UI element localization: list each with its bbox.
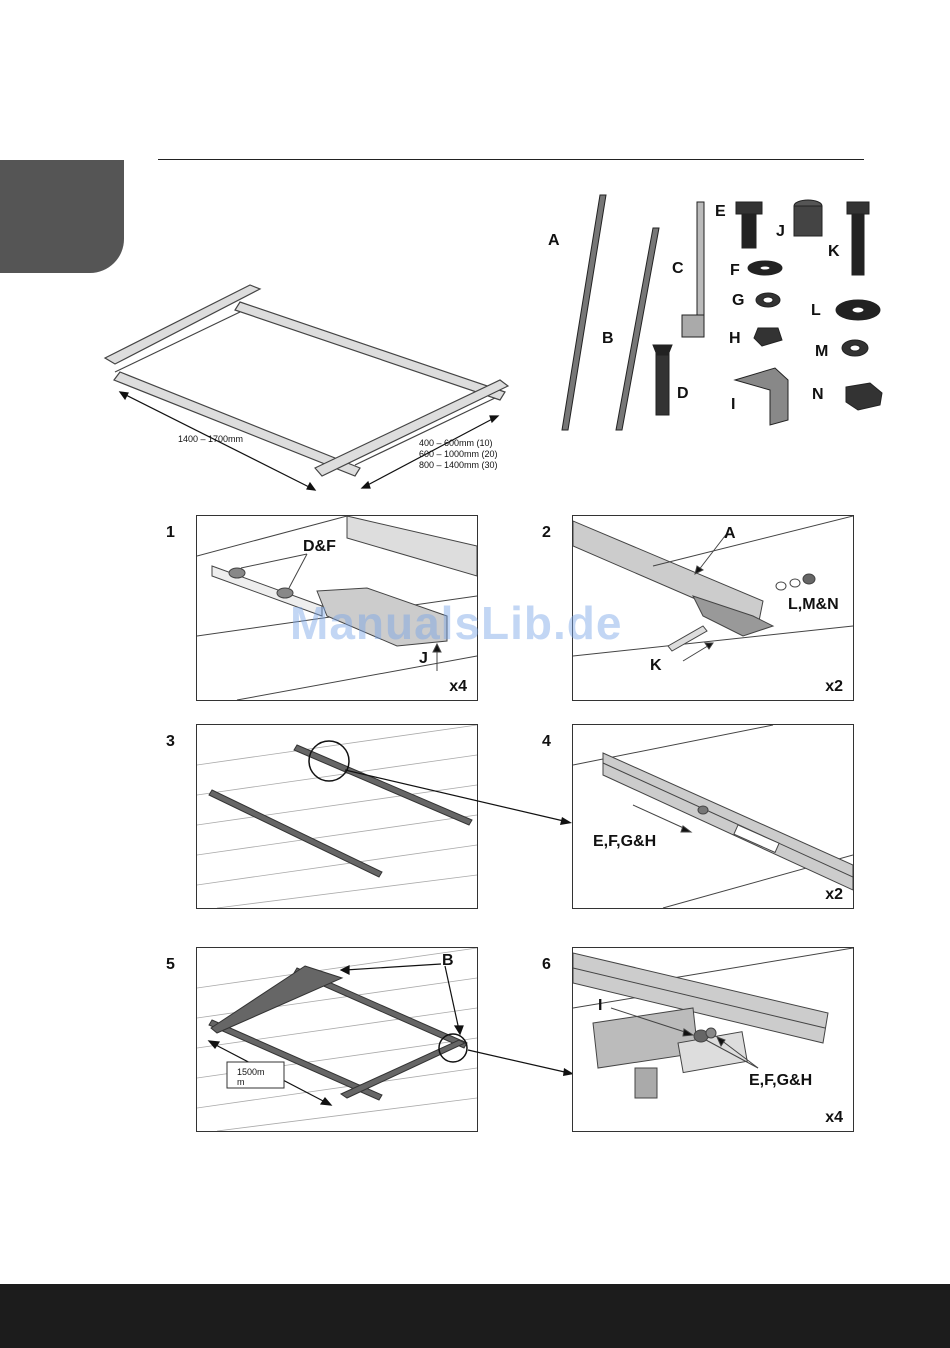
step-1-multiplier: x4 — [449, 678, 467, 696]
part-label-n: N — [812, 386, 824, 404]
part-label-j: J — [776, 223, 785, 241]
step-6-label-efgh: E,F,G&H — [749, 1072, 812, 1090]
spacing-line-2: 600 – 1000mm (20) — [419, 449, 498, 460]
step-4-label-efgh: E,F,G&H — [593, 833, 656, 851]
step-5-panel: B 1500m m — [196, 947, 478, 1132]
part-label-i: I — [731, 396, 735, 414]
part-label-m: M — [815, 343, 828, 361]
spacing-line-3: 800 – 1400mm (30) — [419, 460, 498, 471]
step-2-label-a: A — [724, 525, 736, 543]
step-1-label-df: D&F — [303, 538, 336, 556]
part-label-c: C — [672, 260, 684, 278]
step-1-number: 1 — [166, 524, 175, 542]
part-label-k: K — [828, 243, 840, 261]
step-2-multiplier: x2 — [825, 678, 843, 696]
part-label-a: A — [548, 232, 560, 250]
step-4-panel: E,F,G&H x2 — [572, 724, 854, 909]
spacing-line-1: 400 – 600mm (10) — [419, 438, 493, 449]
step-3-number: 3 — [166, 733, 175, 751]
step-6-drawing — [573, 948, 853, 1131]
page-footer-bar — [0, 1284, 950, 1348]
step-5-number: 5 — [166, 956, 175, 974]
part-label-b: B — [602, 330, 614, 348]
step-4-multiplier: x2 — [825, 886, 843, 904]
parts-drawing — [550, 190, 890, 435]
step-2-number: 2 — [542, 524, 551, 542]
part-label-g: G — [732, 292, 744, 310]
step-5-to-6-arrow — [465, 1045, 580, 1080]
step-6-multiplier: x4 — [825, 1109, 843, 1127]
step-4-number: 4 — [542, 733, 551, 751]
step-5-dimension-label-cont: m — [237, 1077, 245, 1088]
step-6-number: 6 — [542, 956, 551, 974]
part-label-d: D — [677, 385, 689, 403]
step-2-label-lmn: L,M&N — [788, 596, 839, 614]
step-6-label-i: I — [598, 997, 602, 1015]
step-5-drawing — [197, 948, 477, 1131]
step-1-label-j: J — [419, 650, 428, 668]
step-4-drawing — [573, 725, 853, 908]
part-label-f: F — [730, 262, 740, 280]
step-6-panel: I E,F,G&H x4 — [572, 947, 854, 1132]
width-range-label: 1400 – 1700mm — [178, 434, 243, 445]
step-2-label-k: K — [650, 657, 662, 675]
step-5-label-b: B — [442, 952, 454, 970]
chapter-tab — [0, 160, 124, 273]
step-3-to-4-arrow — [340, 765, 575, 830]
header-rule — [158, 159, 864, 160]
part-label-e: E — [715, 203, 726, 221]
part-label-h: H — [729, 330, 741, 348]
part-label-l: L — [811, 302, 821, 320]
watermark: ManualsLib.de — [290, 596, 622, 650]
